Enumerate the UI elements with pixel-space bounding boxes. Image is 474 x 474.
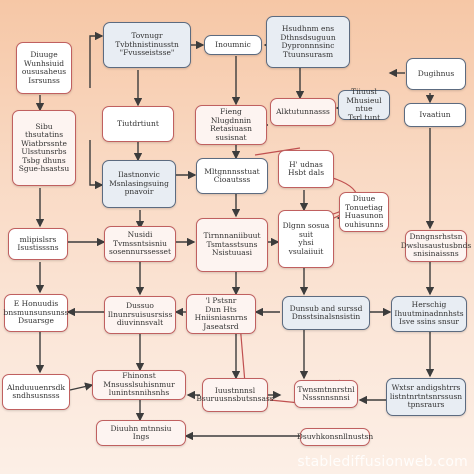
process-node-6: Tiutdrtiunt: [102, 106, 174, 142]
process-node-10: Ivaatiun: [404, 103, 466, 127]
node-label: Inoumnic: [215, 39, 251, 49]
process-node-5: Diuuge Wunhsiuid oususaheus Isrsunss: [16, 42, 72, 94]
process-node-3: Hsudhnm ens Dthnsdsuguun Dypronnnsinc Tt…: [266, 16, 350, 68]
node-label: Diuue Tonuetiag Huasunon ouhisunns: [344, 194, 384, 229]
process-node-11: Sibu thsutatins Wiatbrssnte Ulsstunsrbs …: [12, 110, 76, 186]
process-node-9: Tiiuusl Mhusieul ntue Tsrl tunt: [338, 87, 390, 122]
node-label: Tiutdrtiunt: [117, 118, 159, 128]
process-node-14: H' udnas Hsbt dals: [278, 150, 334, 188]
node-label: Dugihnus: [417, 68, 455, 78]
node-label: Wxtsr andigshtrrs listntnrtntsnrssusn tp…: [389, 383, 463, 410]
process-node-1: Tovnugr Tvbthnistinusstn "Fvusseistsse": [103, 22, 191, 68]
process-node-17: Nusidi Tvmssntsisniu sosennurssesset: [104, 226, 176, 262]
node-label: Alktutunnasss: [276, 106, 330, 116]
node-label: Iuustnnnsl Bsuruusnsbutsnsass: [196, 385, 274, 403]
process-node-23: 'l Pstsnr Dun Hts Hniisniasnrns Jaseatsr…: [186, 294, 256, 334]
process-node-16: mlipislsrs Isustisssns: [8, 228, 68, 260]
node-label: Mltgnnnsstuat Cioautsss: [204, 166, 260, 184]
node-label: Dussuo Ilnunrsuisusrsiss diuvinnsvalt: [107, 301, 173, 328]
node-label: 'l Pstsnr Dun Hts Hniisniasnrns Jaseatsr…: [194, 296, 248, 331]
process-node-25: Herschig Ihuutminadnnhsts Isve ssins sns…: [391, 296, 467, 332]
node-label: Tirnnnaniibuut Tsmtasstsuns Nsistuuasi: [203, 231, 261, 258]
node-label: E Honuudis bnsmunsunsunss Dsuarsge: [3, 299, 69, 326]
watermark: stablediffusionweb.com: [297, 454, 468, 470]
process-node-7: Fieng Nlugdnnin Retasiuasn susisnat: [195, 105, 267, 145]
node-label: Tovnugr Tvbthnistinusstn "Fvusseistsse": [115, 31, 179, 58]
process-node-31: Diuuhn mtnnsiu Ings: [96, 420, 186, 446]
process-node-12: Ilastnonvic Msnlasingsuing pnavoir: [102, 160, 176, 208]
process-node-4: Dugihnus: [406, 58, 466, 90]
node-label: Herschig Ihuutminadnnhsts Isve ssins sns…: [394, 300, 464, 327]
process-node-19: Dlgnn sosua suit yhsi vsulaiiuit: [278, 210, 334, 268]
node-label: Nusidi Tvmssntsisniu sosennurssesset: [108, 230, 171, 257]
process-node-22: Dussuo Ilnunrsuisusrsiss diuvinnsvalt: [104, 296, 176, 334]
node-label: Fieng Nlugdnnin Retasiuasn susisnat: [210, 107, 252, 142]
process-node-13: Mltgnnnsstuat Cioautsss: [196, 158, 268, 194]
node-label: Hsudhnm ens Dthnsdsuguun Dypronnnsinc Tt…: [280, 24, 336, 59]
process-node-27: Fhinonst Mnsusslsuhisnmur lunintsnnihsnh…: [92, 370, 186, 400]
node-label: Diuuhn mtnnsiu Ings: [110, 423, 172, 441]
process-node-29: Twnsmtnnrstnl Nsssnnsnnsi: [294, 380, 358, 408]
node-label: Twnsmtnnrstnl Nsssnnsnnsi: [297, 384, 355, 402]
process-node-32: Dsuvhkonsnllnustsn: [296, 428, 374, 446]
process-node-24: Dunsub and surssd Dnsstsinalsnsistin: [282, 296, 370, 330]
node-label: Dnngnsrhstsn Dwslusaustusbnds snisinaiss…: [400, 232, 472, 259]
process-node-18: Tirnnnaniibuut Tsmtasstsuns Nsistuuasi: [196, 218, 268, 272]
node-label: Diuuge Wunhsiuid oususaheus Isrsunss: [21, 50, 67, 85]
node-label: mlipislsrs Isustisssns: [17, 234, 59, 252]
process-node-30: Wxtsr andigshtrrs listntnrtntsnrssusn tp…: [386, 378, 466, 416]
node-label: Tiiuusl Mhusieul ntue Tsrl tunt: [346, 87, 382, 122]
node-label: Ivaatiun: [419, 109, 451, 119]
node-label: Ilastnonvic Msnlasingsuing pnavoir: [109, 170, 169, 197]
node-label: Alnduuuenrsdk sndhsusnsss: [7, 382, 65, 400]
node-label: Dsuvhkonsnllnustsn: [296, 431, 374, 441]
node-label: Dlgnn sosua suit yhsi vsulaiiuit: [282, 221, 330, 256]
node-label: Sibu thsutatins Wiatbrssnte Ulsstunsrbs …: [18, 121, 70, 173]
node-label: Dunsub and surssd Dnsstsinalsnsistin: [289, 303, 363, 321]
node-label: Fhinonst Mnsusslsuhisnmur lunintsnnihsnh…: [103, 371, 175, 398]
process-node-26: Alnduuuenrsdk sndhsusnsss: [2, 374, 70, 410]
process-node-2: Inoumnic: [204, 35, 262, 55]
process-node-15: Diuue Tonuetiag Huasunon ouhisunns: [339, 192, 389, 232]
process-node-20: Dnngnsrhstsn Dwslusaustusbnds snisinaiss…: [401, 230, 471, 262]
process-node-21: E Honuudis bnsmunsunsunss Dsuarsge: [3, 294, 69, 332]
node-label: H' udnas Hsbt dals: [287, 159, 325, 177]
process-node-28: Iuustnnnsl Bsuruusnsbutsnsass: [196, 378, 274, 412]
process-node-8: Alktutunnasss: [270, 98, 336, 126]
